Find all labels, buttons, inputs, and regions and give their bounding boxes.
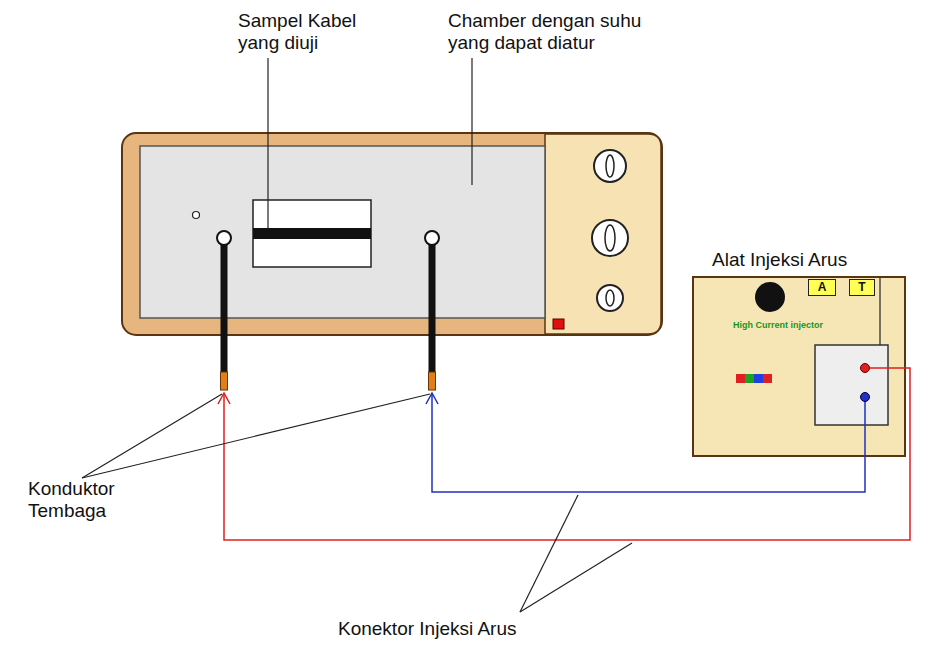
injector-case [693, 277, 905, 456]
callout-label: Sampel Kabel yang diuji [238, 10, 368, 54]
leader-line [471, 58, 472, 185]
chamber-window [140, 146, 545, 318]
output-panel [815, 345, 888, 425]
callout-label: Konektor Injeksi Arus [338, 618, 516, 640]
leader-line [879, 278, 880, 345]
indicator-tag: T [849, 279, 875, 296]
leader-line [267, 58, 268, 228]
blue-terminal [861, 393, 870, 402]
indicator-tag: A [808, 279, 836, 296]
copper-conductor [425, 231, 439, 390]
chamber-knob [594, 150, 626, 182]
power-lamp [553, 319, 564, 329]
callout-label: Alat Injeksi Arus [712, 249, 847, 271]
indicator-led [754, 374, 763, 383]
node-text: T [858, 280, 865, 295]
leader-line [520, 543, 632, 612]
node-text: High Current injector [733, 319, 823, 331]
sample-holder [253, 200, 371, 267]
injector-knob [755, 282, 785, 312]
leader-line [82, 394, 430, 478]
node-text: A [818, 280, 827, 295]
control-panel [545, 134, 661, 334]
indicator-led [736, 374, 745, 383]
temperature-chamber [122, 133, 662, 335]
red-injection-wire [224, 368, 910, 540]
chamber-knob [592, 220, 628, 256]
cable-sample [253, 228, 371, 239]
chamber-knob [597, 285, 623, 311]
indicator-led [745, 374, 754, 383]
red-terminal [861, 364, 870, 373]
copper-conductor [217, 231, 231, 390]
chamber-port [193, 212, 200, 219]
current-injector-panel: High Current injector A T [693, 277, 905, 456]
chamber-frame [122, 133, 662, 335]
indicator-led [763, 374, 772, 383]
callout-label: Chamber dengan suhu yang dapat diatur [448, 10, 653, 54]
current-injector [693, 277, 905, 456]
leader-line [82, 394, 222, 478]
callout-label: Konduktor Tembaga [28, 478, 143, 522]
blue-injection-wire [432, 394, 865, 492]
